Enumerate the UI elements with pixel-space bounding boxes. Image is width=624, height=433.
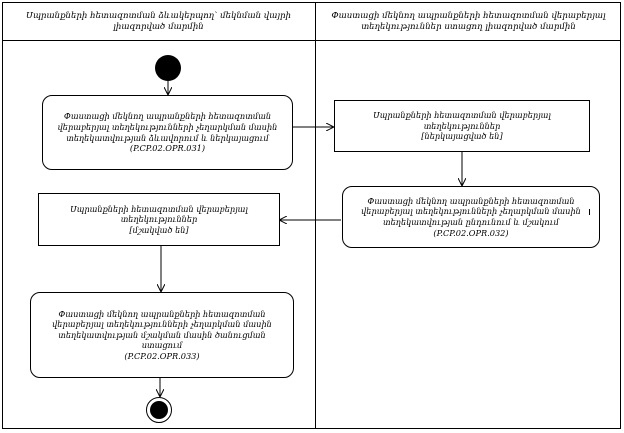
end-node (146, 397, 172, 423)
activity-n3-code: (P.CP.02.OPR.032) (433, 227, 509, 238)
activity-n3-mark (589, 209, 590, 215)
activity-n3: Փաստացի մեկնող ապրանքների հետազոտման վեր… (342, 186, 600, 248)
object-n4-status: [մշակված են] (129, 224, 189, 235)
activity-n1-text: Փաստացի մեկնող ապրանքների հետազոտման վեր… (57, 111, 278, 143)
lane-header-right: Փաստացի մեկնող ապրանքների հետազոտման վեր… (331, 11, 606, 32)
activity-n1: Փաստացի մեկնող ապրանքների հետազոտման վեր… (42, 95, 293, 170)
activity-n5: Փաստացի մեկնող ապրանքների հետազոտման վեր… (30, 292, 294, 378)
activity-n5-text: Փաստացի մեկնող ապրանքների հետազոտման վեր… (52, 308, 272, 351)
header-divider (2, 40, 621, 41)
end-node-core (150, 401, 168, 419)
object-n4-text: Սպրանքների հետազոտման վերաբերյալ տեղեկու… (70, 203, 248, 225)
activity-n5-code: (P.CP.02.OPR.033) (124, 350, 200, 361)
object-n2: Սպրանքների հետազոտման վերաբերյալ տեղեկու… (334, 100, 590, 152)
object-n2-status: [ներկայացված են] (421, 131, 503, 142)
lane-header-left: Սպրանքների հետազոտման ձևակերպող՝ մեկնման… (25, 11, 292, 32)
object-n2-text: Սպրանքների հետազոտման վերաբերյալ տեղեկու… (373, 110, 551, 131)
lane-divider (315, 2, 316, 429)
object-n4: Սպրանքների հետազոտման վերաբերյալ տեղեկու… (38, 193, 280, 246)
diagram-frame (2, 2, 621, 429)
activity-n1-code: (P.CP.02.OPR.031) (129, 143, 206, 154)
start-node (155, 55, 181, 81)
activity-n3-text: Փաստացի մեկնող ապրանքների հետազոտման վեր… (361, 195, 581, 227)
